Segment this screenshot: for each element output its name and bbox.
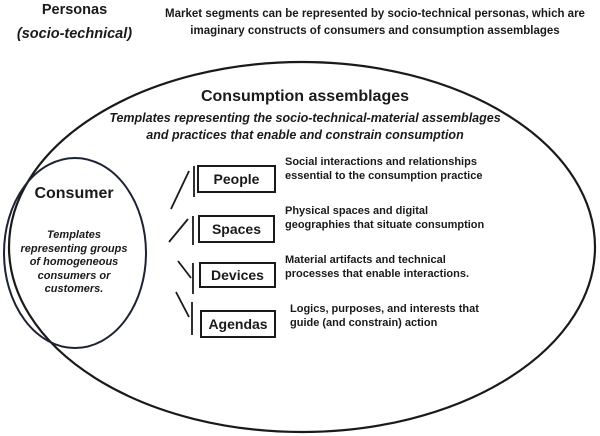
connector-diagonal [177,260,192,279]
component-description-agendas: Logics, purposes, and interests that gui… [290,303,510,330]
description-line: geographies that situate consumption [285,218,485,231]
header-description: Market segments can be represented by so… [150,6,600,39]
description-line: Physical spaces and digital [285,205,429,217]
consumer-circle [3,157,147,349]
component-label: Spaces [211,221,262,237]
description-line: Material artifacts and technical [285,254,446,266]
component-label: Agendas [208,316,268,332]
header-description-line: Market segments can be represented by so… [165,8,585,20]
connector-devices [177,260,194,294]
header-description-line: imaginary constructs of consumers and co… [190,24,560,37]
page-title: Personas [41,2,108,18]
connector-diagonal [175,291,190,318]
component-label: People [213,171,260,187]
description-line: essential to the consumption practice [285,169,483,182]
consumer-description: Templates representing groups of homogen… [20,229,128,295]
connector-diagonal [170,170,190,210]
connector-spaces [168,216,194,245]
component-description-devices: Material artifacts and technical process… [285,254,505,281]
component-label: Devices [211,267,264,283]
component-box-devices: Devices [199,262,276,288]
assemblage-subtitle: Templates representing the socio-technic… [95,110,515,143]
component-description-spaces: Physical spaces and digital geographies … [285,205,505,232]
connector-people [170,166,195,210]
description-line: Logics, purposes, and interests that [290,303,479,315]
assemblage-subtitle-line: Templates representing the socio-technic… [109,111,501,125]
component-box-spaces: Spaces [198,215,275,243]
description-line: guide (and constrain) action [290,316,438,329]
connector-diagonal [168,218,189,243]
connector-agendas [175,291,193,335]
component-description-people: Social interactions and relationships es… [285,156,505,183]
description-line: Social interactions and relationships [285,156,477,168]
consumer-title: Consumer [34,185,114,202]
consumption-assemblages-ellipse [7,60,597,434]
description-line: processes that enable interactions. [285,267,470,280]
component-box-agendas: Agendas [200,310,276,338]
assemblage-title: Consumption assemblages [200,88,410,105]
component-box-people: People [197,165,276,193]
assemblage-subtitle-line: and practices that enable and constrain … [146,127,464,142]
page-subtitle: (socio-technical) [16,26,133,42]
